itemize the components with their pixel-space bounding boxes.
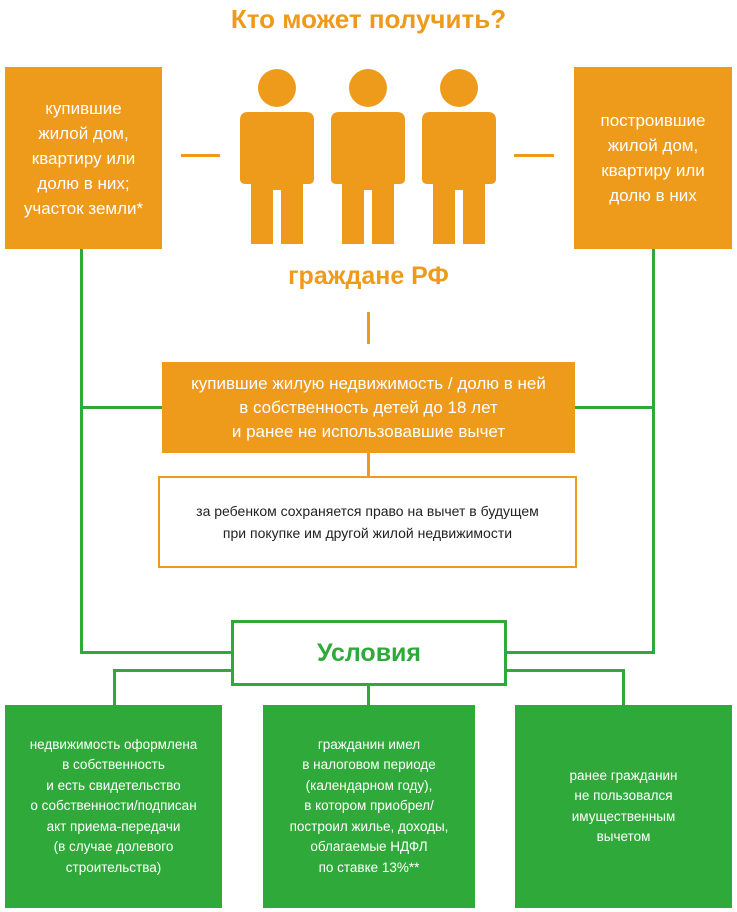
person-icon — [331, 69, 405, 244]
children-property-box: купившие жилую недвижимость / долю в ней… — [162, 362, 575, 453]
left-middle-branch — [80, 406, 162, 409]
condition-1-drop — [113, 669, 116, 705]
condition-first-use: ранее гражданин не пользовался имуществе… — [515, 705, 732, 908]
right-middle-branch — [575, 406, 655, 409]
condition-income: гражданин имел в налоговом периоде (кале… — [263, 705, 475, 908]
left-green-line — [80, 249, 83, 653]
child-right-note: за ребенком сохраняется право на вычет в… — [158, 476, 577, 568]
builders-box: построившие жилой дом, квартиру или долю… — [574, 67, 732, 249]
right-green-line — [652, 249, 655, 653]
citizens-label: граждане РФ — [288, 262, 449, 290]
left-conditions-branch — [80, 651, 231, 654]
people-group — [240, 69, 496, 244]
conditions-header: Условия — [231, 620, 507, 686]
page-title: Кто может получить? — [230, 4, 507, 34]
person-icon — [240, 69, 314, 244]
condition-3-drop — [622, 669, 625, 705]
left-dash-connector — [181, 154, 220, 157]
conditions-stem — [367, 686, 370, 705]
buyers-box: купившие жилой дом, квартиру или долю в … — [5, 67, 162, 249]
right-conditions-branch — [507, 651, 655, 654]
citizens-connector — [367, 312, 370, 344]
person-icon — [422, 69, 496, 244]
condition-ownership: недвижимость оформлена в собственность и… — [5, 705, 222, 908]
middle-note-connector — [367, 453, 370, 476]
right-dash-connector — [514, 154, 554, 157]
